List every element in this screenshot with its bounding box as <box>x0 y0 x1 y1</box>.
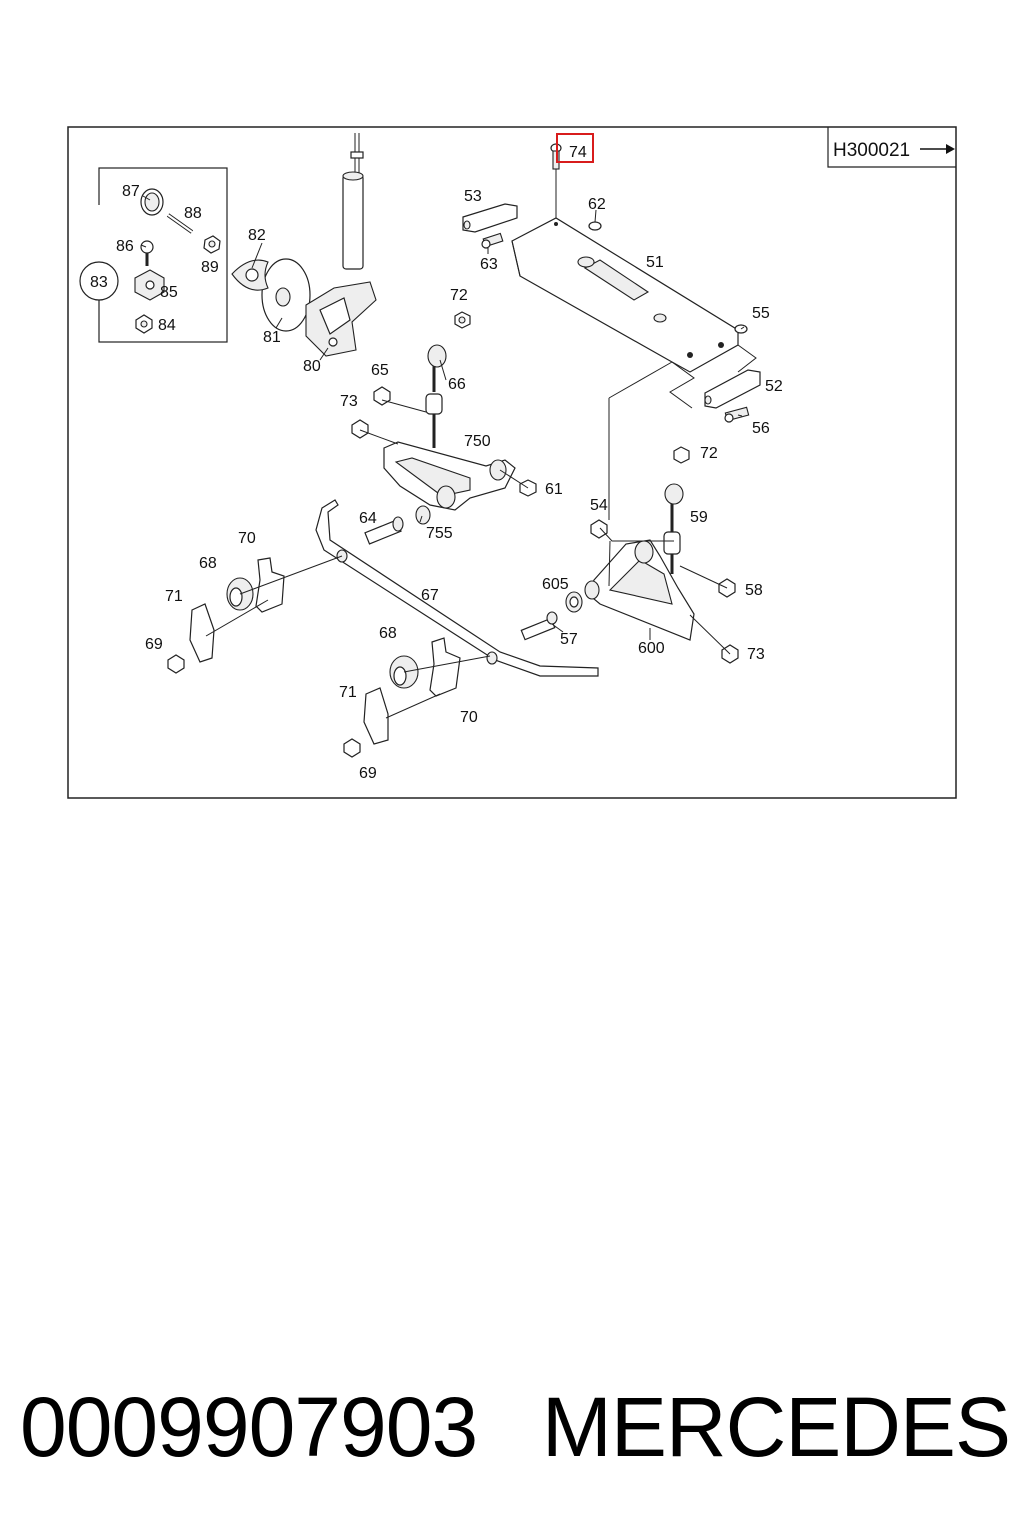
label-67: 67 <box>421 587 439 604</box>
label-72-upper: 72 <box>450 287 468 304</box>
label-87: 87 <box>122 183 140 200</box>
label-82: 82 <box>248 227 266 244</box>
nut-65 <box>373 386 391 406</box>
shock-absorber <box>342 133 364 270</box>
label-750: 750 <box>464 433 491 450</box>
label-81: 81 <box>263 329 281 346</box>
label-64: 64 <box>359 510 377 527</box>
label-56: 56 <box>752 420 770 437</box>
label-605: 605 <box>542 576 569 593</box>
bushing-605 <box>565 591 583 613</box>
part-number: 0009907903 <box>20 1379 478 1474</box>
label-73-lower: 73 <box>747 646 765 663</box>
label-755: 755 <box>426 525 453 542</box>
label-72-lower: 72 <box>700 445 718 462</box>
label-52: 52 <box>765 378 783 395</box>
label-70-right: 70 <box>460 709 478 726</box>
reference-code-box: H300021 <box>827 127 956 168</box>
label-88: 88 <box>184 205 202 222</box>
washer-62 <box>588 221 602 231</box>
label-71-left: 71 <box>165 588 183 605</box>
control-arm-600 <box>584 519 695 641</box>
label-73-upper: 73 <box>340 393 358 410</box>
label-85: 85 <box>160 284 178 301</box>
label-62: 62 <box>588 196 606 213</box>
highlighted-part-label: 74 <box>569 144 587 161</box>
label-65: 65 <box>371 362 389 379</box>
bushing-755 <box>415 505 431 525</box>
label-68-left: 68 <box>199 555 217 572</box>
label-69-left: 69 <box>145 636 163 653</box>
bolt-64 <box>364 516 404 545</box>
brand-name: MERCEDES <box>541 1379 1011 1474</box>
bolt-74: 74 <box>550 133 594 218</box>
label-84: 84 <box>158 317 176 334</box>
mount-53 <box>462 203 518 249</box>
label-71-right: 71 <box>339 684 357 701</box>
diagram-frame <box>67 126 957 799</box>
label-51: 51 <box>646 254 664 271</box>
link-59 <box>663 446 690 574</box>
spring-plate <box>231 258 311 332</box>
label-54: 54 <box>590 497 608 514</box>
control-arm-750 <box>383 441 537 511</box>
highlight-box <box>556 133 594 163</box>
bolt-57 <box>520 611 558 641</box>
inset-detail-box <box>79 167 228 343</box>
label-80: 80 <box>303 358 321 375</box>
reference-code: H300021 <box>833 140 910 161</box>
clamp-set-right <box>343 637 461 758</box>
callout-circle <box>79 261 119 301</box>
label-55: 55 <box>752 305 770 322</box>
clamp-set-left <box>167 557 285 674</box>
nut-73-upper <box>351 419 369 439</box>
leader-lines <box>140 195 745 719</box>
label-58: 58 <box>745 582 763 599</box>
mount-52 <box>704 324 761 423</box>
product-caption: 0009907903 MERCEDES <box>20 1372 1011 1482</box>
label-63: 63 <box>480 256 498 273</box>
label-69-right: 69 <box>359 765 377 782</box>
label-53: 53 <box>464 188 482 205</box>
label-66: 66 <box>448 376 466 393</box>
link-66 <box>425 311 471 448</box>
bracket-80 <box>305 281 377 357</box>
label-89: 89 <box>201 259 219 276</box>
stabilizer-bar-67 <box>315 499 599 677</box>
label-61: 61 <box>545 481 563 498</box>
label-600: 600 <box>638 640 665 657</box>
label-68-right: 68 <box>379 625 397 642</box>
label-70-left: 70 <box>238 530 256 547</box>
label-86: 86 <box>116 238 134 255</box>
label-83: 83 <box>90 274 108 291</box>
part-labels: 87 88 86 89 83 85 84 82 81 80 53 62 63 5… <box>90 183 783 782</box>
label-57: 57 <box>560 631 578 648</box>
label-59: 59 <box>690 509 708 526</box>
crossmember-51 <box>511 217 757 409</box>
